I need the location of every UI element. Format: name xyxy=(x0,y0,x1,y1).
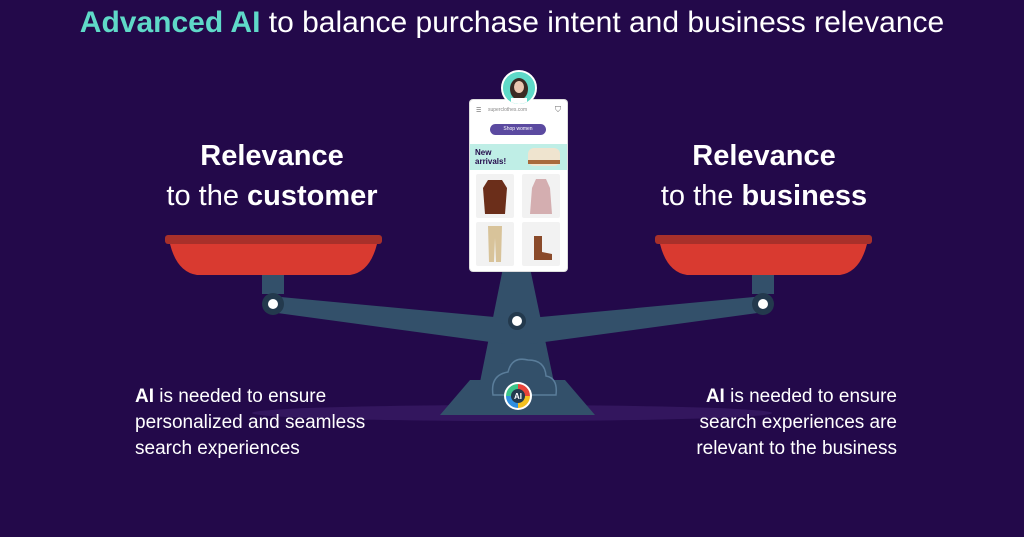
right-note-line3: relevant to the business xyxy=(696,438,897,459)
product-sweater xyxy=(476,174,514,218)
customer-avatar xyxy=(501,70,537,106)
left-title-bold: customer xyxy=(247,180,378,212)
headline-rest: to balance purchase intent and business … xyxy=(260,6,945,39)
site-url: superclothes.com xyxy=(488,107,528,113)
right-title: Relevance to the business xyxy=(604,136,924,216)
product-trousers xyxy=(476,222,514,266)
person-icon xyxy=(503,72,535,104)
left-joint-dot xyxy=(268,299,278,309)
right-note: AI is needed to ensure search experience… xyxy=(600,384,897,462)
left-hanger xyxy=(262,272,284,294)
left-pan-rim xyxy=(165,235,382,244)
right-note-line2: search experiences are xyxy=(699,412,898,433)
right-note-line1: is needed to ensure xyxy=(724,386,897,407)
banner-text: New arrivals! xyxy=(475,148,507,166)
menu-icon: ☰ xyxy=(476,108,482,114)
right-joint-dot xyxy=(758,299,768,309)
right-note-ai: AI xyxy=(705,386,725,407)
headline: Advanced AI to balance purchase intent a… xyxy=(0,6,1024,40)
left-title-line1: Relevance xyxy=(200,140,344,172)
boots-image xyxy=(534,236,552,260)
left-note-line3: search experiences xyxy=(135,438,300,459)
sweater-image xyxy=(483,180,507,214)
right-title-line1: Relevance xyxy=(692,140,836,172)
phone-mockup: ☰ superclothes.com ⛉ Shop women New arri… xyxy=(470,100,567,271)
right-pan xyxy=(660,244,867,275)
right-pan-rim xyxy=(655,235,872,244)
left-note-line2: personalized and seamless xyxy=(135,412,366,433)
right-hanger xyxy=(752,272,774,294)
left-pan xyxy=(170,244,377,275)
product-dress xyxy=(522,174,560,218)
handbag-image xyxy=(528,148,560,166)
left-title: Relevance to the customer xyxy=(112,136,432,216)
product-boots xyxy=(522,222,560,266)
right-title-bold: business xyxy=(741,180,868,212)
dress-image xyxy=(530,179,552,214)
shop-women-button: Shop women xyxy=(490,124,546,135)
trousers-image xyxy=(488,226,502,262)
left-note: AI is needed to ensure personalized and … xyxy=(135,384,435,462)
headline-accent: Advanced AI xyxy=(79,6,261,39)
left-title-pre: to the xyxy=(166,180,248,212)
pivot-dot xyxy=(512,316,522,326)
shopping-bag-icon: ⛉ xyxy=(555,105,561,114)
ai-badge-label: AI xyxy=(514,392,522,401)
new-arrivals-banner: New arrivals! xyxy=(470,144,567,170)
right-title-pre: to the xyxy=(660,180,742,212)
left-note-line1: is needed to ensure xyxy=(154,386,327,407)
left-note-ai: AI xyxy=(135,386,154,407)
